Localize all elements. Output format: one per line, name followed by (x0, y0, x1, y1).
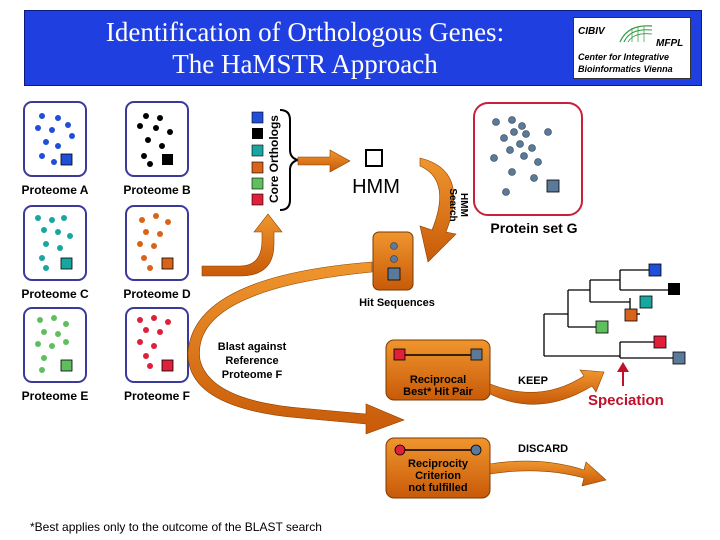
proteome-box-b (125, 101, 189, 177)
keep-arrow (489, 369, 605, 405)
proteome-label-a: Proteome A (21, 183, 89, 197)
hit-sequences-box (372, 231, 414, 291)
proteome-label-d: Proteome D (123, 287, 191, 301)
proteome-label-b: Proteome B (123, 183, 191, 197)
proteome-box-f (125, 307, 189, 383)
core-orthologs-label: Core Orthologs (267, 115, 281, 204)
proteome-box-e (23, 307, 87, 383)
reciprocity-label-line-2: Criterion (415, 470, 461, 482)
logo-emblem-icon (619, 25, 653, 43)
logo: CIBIV MFPL Center for Integrative Bioinf… (573, 17, 691, 79)
reciprocity-label: Reciprocity Criterion not fulfilled (386, 458, 490, 494)
tree-leaf-squares (595, 263, 686, 365)
blast-label: Blast against Reference Proteome F (204, 340, 300, 382)
blast-label-line-1: Blast against (217, 341, 287, 353)
proteome-box-d (125, 205, 189, 281)
protein-set-g-label: Protein set G (490, 220, 578, 236)
title-bar: Identification of Orthologous Genes: The… (24, 10, 702, 86)
proteome-box-c (23, 205, 87, 281)
arrow-to-core-orthologs (201, 213, 283, 277)
hmm-search-label: HMM Search (447, 175, 469, 235)
proteome-label-e: Proteome E (21, 389, 89, 403)
hmm-search-label-line-2: Search (447, 188, 458, 222)
blast-arrow (187, 261, 405, 435)
protein-set-g-box (473, 102, 583, 216)
reciprocity-label-line-1: Reciprocity (408, 458, 468, 470)
reciprocal-label-line-2: Best* Hit Pair (403, 386, 473, 398)
hmm-search-arrow (419, 157, 457, 263)
logo-name-1: CIBIV (578, 26, 605, 37)
proteome-label-f: Proteome F (123, 389, 190, 403)
reciprocity-box (385, 437, 491, 499)
core-ortholog-squares (251, 111, 264, 206)
phylogenetic-tree (543, 269, 676, 359)
arrow-to-hmm (297, 149, 351, 173)
title-line-1: Identification of Orthologous Genes: (105, 17, 505, 47)
reciprocal-box (385, 339, 491, 401)
blast-label-line-2: Reference (225, 355, 279, 367)
hmm-label: HMM (352, 176, 400, 198)
keep-label: KEEP (518, 375, 548, 387)
discard-label: DISCARD (518, 443, 569, 455)
hmm-square-icon (365, 149, 383, 167)
proteome-label-c: Proteome C (21, 287, 89, 301)
blast-label-line-3: Proteome F (221, 369, 283, 381)
footnote: *Best applies only to the outcome of the… (30, 520, 322, 534)
reciprocity-label-line-3: not fulfilled (408, 482, 468, 494)
logo-name-2: MFPL (656, 38, 684, 49)
reciprocal-label: Reciprocal Best* Hit Pair (386, 374, 490, 398)
reciprocal-label-line-1: Reciprocal (409, 374, 467, 386)
hmm-search-label-line-1: HMM (458, 193, 469, 217)
core-orthologs-brace (279, 109, 299, 211)
discard-arrow (489, 460, 607, 487)
logo-line-2: Bioinformatics Vienna (578, 64, 673, 74)
proteome-box-a (23, 101, 87, 177)
speciation-arrow-icon (617, 362, 629, 386)
hit-sequences-label: Hit Sequences (359, 297, 435, 309)
logo-line-1: Center for Integrative (578, 52, 670, 62)
title-line-2: The HaMSTR Approach (172, 49, 438, 79)
speciation-label: Speciation (588, 392, 664, 409)
